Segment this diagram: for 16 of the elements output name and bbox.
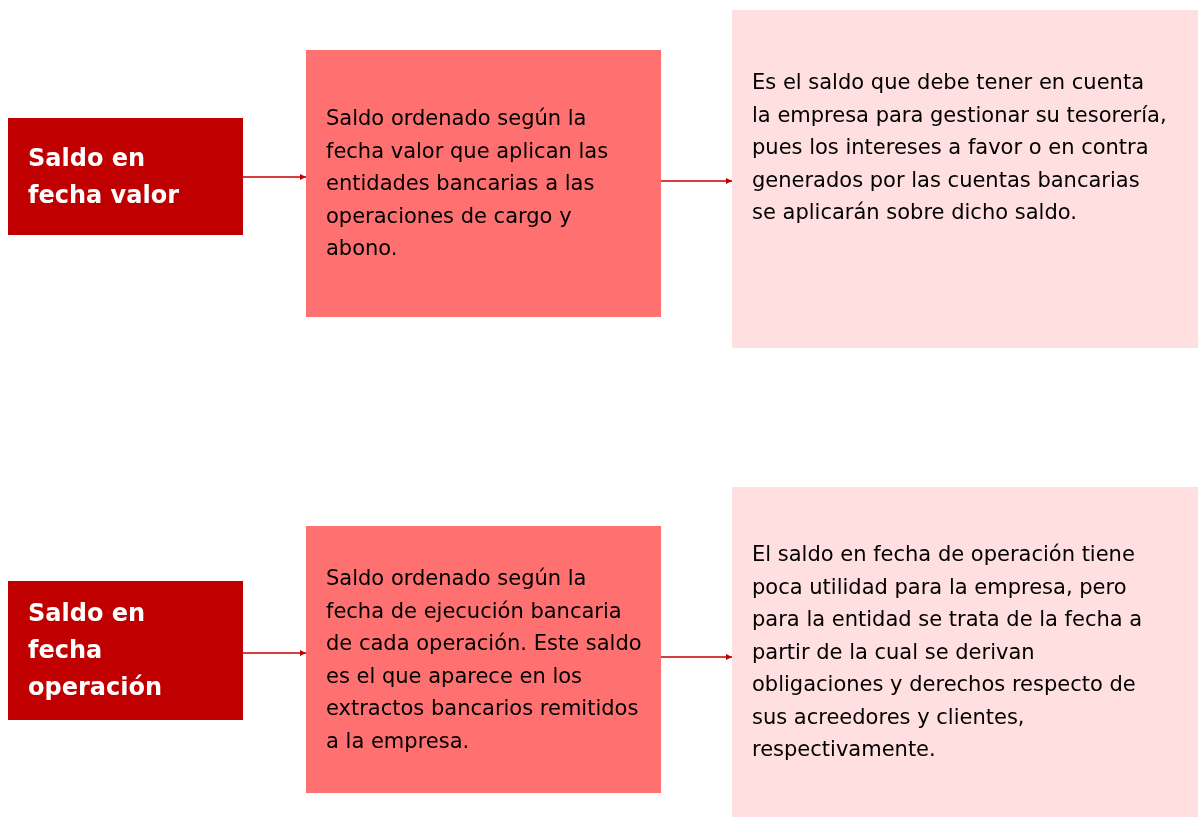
description-text: Saldo ordenado según la fecha de ejecución bancaria de cada operación. Este saldo es el que aparece en los extractos bancarios remitidos a la empresa. — [326, 565, 643, 755]
explanation-box — [732, 487, 1198, 817]
term-box — [8, 581, 243, 720]
definition-box — [306, 50, 661, 317]
term-text: Saldo en fecha operación — [28, 598, 163, 703]
description-text: Es el saldo que debe tener en cuenta la empresa para gestionar su tesorería, pues los intereses a favor o en contra generados por las cuentas bancarias se aplicarán sobre dicho saldo. — [752, 69, 1168, 226]
definition-box — [306, 526, 661, 793]
arrow — [242, 174, 307, 180]
explanation-box — [732, 10, 1198, 348]
arrow — [660, 654, 733, 660]
arrow — [242, 650, 307, 656]
description-text: El saldo en fecha de operación tiene poca utilidad para la empresa, pero para la entidad se trata de la fecha a partir de la cual se derivan obligaciones y derechos respecto de sus acreedores y clientes, respectivamente. — [752, 541, 1144, 764]
term-text: Saldo en fecha valor — [28, 142, 180, 211]
arrow — [660, 178, 733, 184]
description-text: Saldo ordenado según la fecha valor que aplican las entidades bancarias a las operaciones de cargo y abono. — [326, 105, 610, 263]
term-box — [8, 118, 243, 235]
